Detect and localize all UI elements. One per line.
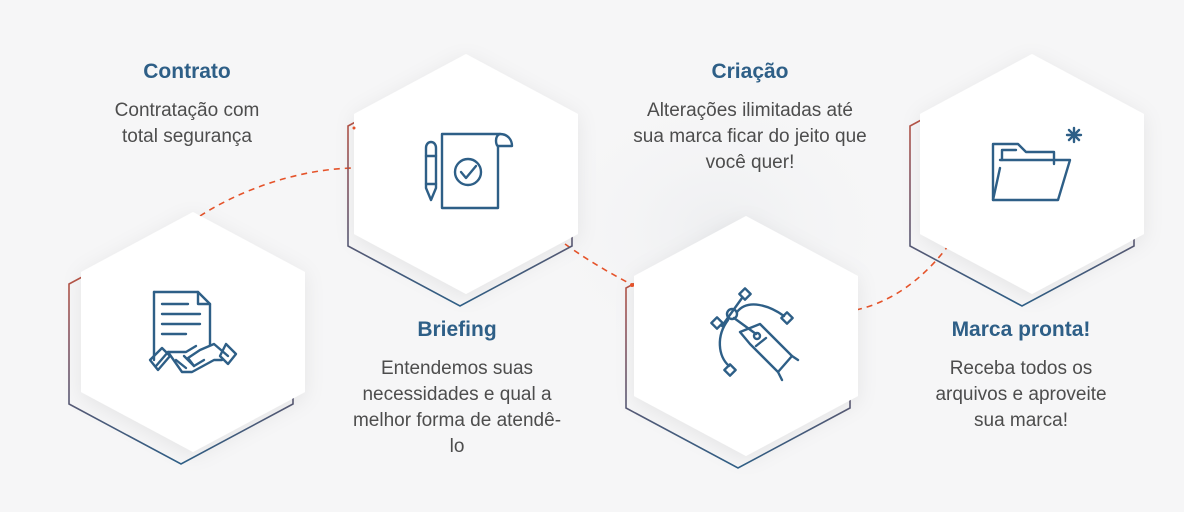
step-title-criacao: Criação: [711, 60, 789, 83]
accent-dot: [352, 126, 356, 130]
pen-tool-bezier-icon: [710, 287, 800, 382]
step-marca-pronta: Marca pronta! Receba todos os arquivos e…: [926, 318, 1116, 434]
step-title-marca-pronta: Marca pronta!: [951, 318, 1091, 341]
connector-1-2: [199, 167, 359, 217]
step-desc-briefing: Entendemos suas necessidades e qual a me…: [352, 358, 562, 457]
accent-dot: [630, 283, 634, 287]
step-title-briefing: Briefing: [417, 318, 497, 341]
document-check-pencil-icon: [424, 132, 514, 210]
step-criacao: Criação Alterações ilimitadas até sua ma…: [630, 60, 870, 176]
step-briefing: Briefing Entendemos suas necessidades e …: [352, 318, 562, 460]
step-desc-contrato: Contratação com total segurança: [114, 100, 260, 147]
step-title-contrato: Contrato: [143, 60, 231, 83]
connector-3-4: [855, 245, 949, 311]
step-desc-marca-pronta: Receba todos os arquivos e aproveite sua…: [935, 358, 1107, 431]
step-desc-criacao: Alterações ilimitadas até sua marca fica…: [633, 100, 867, 173]
hexagon-contrato: [68, 212, 305, 465]
hexagon-briefing: [347, 54, 578, 307]
contract-handshake-icon: [148, 290, 238, 374]
connector-2-3: [564, 243, 643, 291]
hexagon-criacao: [625, 216, 858, 469]
step-contrato: Contrato Contratação com total segurança: [97, 60, 277, 150]
hexagon-marca-pronta: [909, 54, 1144, 307]
open-folder-sparkle-icon: [991, 126, 1083, 202]
